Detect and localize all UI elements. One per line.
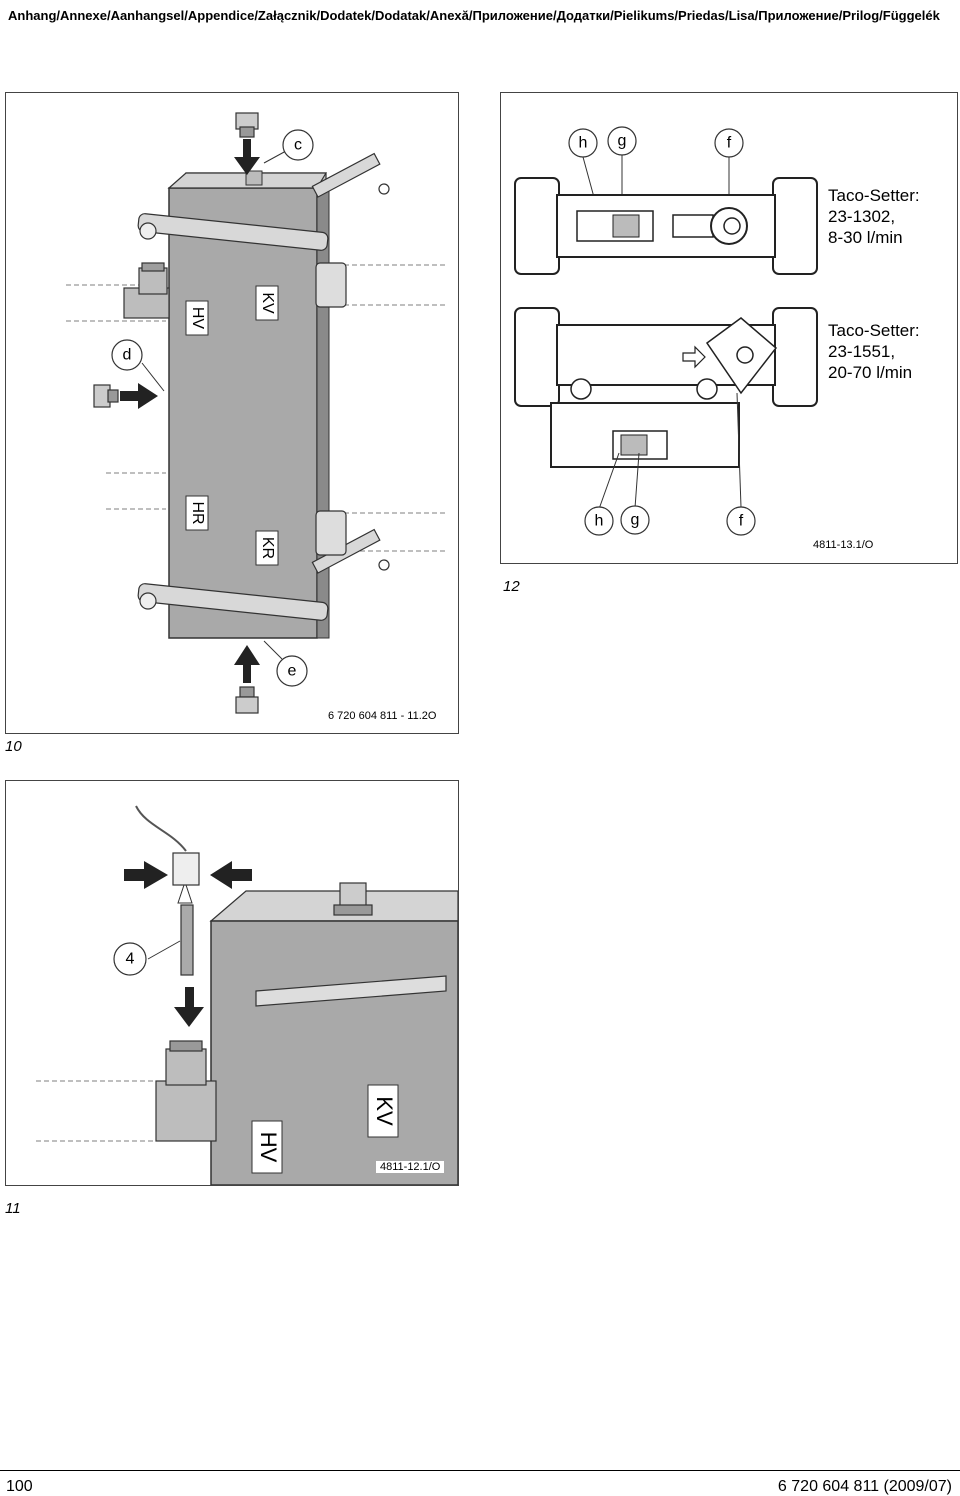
arrow-up-icon: [234, 645, 260, 683]
top-callouts: h g f: [568, 126, 744, 224]
figure-12-number: 12: [503, 578, 520, 595]
separator-body: [168, 187, 318, 639]
document-number: 6 720 604 811 (2009/07): [777, 1478, 952, 1495]
sensor-probe: [180, 904, 194, 976]
figure-10-frame: HV KV HR KR c: [5, 92, 459, 734]
svg-text:h: h: [579, 135, 588, 152]
fitting-kr: [315, 510, 347, 556]
label-hv: HV: [251, 1120, 283, 1174]
label-hv: HV: [185, 300, 209, 336]
svg-text:KR: KR: [259, 537, 276, 559]
plug-icon: [235, 686, 259, 714]
figure-11-illustration: HV KV 4: [36, 805, 459, 1186]
label-kv: KV: [367, 1084, 399, 1138]
plug-icon: [235, 112, 259, 138]
callout-d: d: [111, 339, 165, 392]
arrow-down-icon: [174, 987, 204, 1027]
figure-10-number: 10: [5, 738, 22, 755]
svg-text:HV: HV: [189, 307, 206, 330]
label-hr: HR: [185, 495, 209, 531]
svg-text:c: c: [294, 137, 302, 154]
svg-text:f: f: [727, 135, 732, 152]
fitting-kv: [315, 262, 347, 308]
plug-icon: [93, 384, 119, 408]
svg-text:g: g: [631, 512, 640, 529]
footer-rule: [0, 1470, 960, 1471]
arrow-left-icon: [210, 861, 252, 889]
bracket-top: [137, 152, 390, 251]
setter-2-text: Taco-Setter: 23-1551, 20-70 l/min: [828, 321, 920, 382]
fitting-hv: [155, 1040, 217, 1142]
sensor-clip: [172, 852, 200, 886]
figure-11-code: 4811-12.1/O: [376, 1161, 445, 1173]
bottom-callouts: h g f: [584, 392, 756, 536]
sensor-cable: [135, 805, 187, 852]
figure-12-illustration: h g f: [514, 126, 818, 536]
svg-text:KV: KV: [372, 1096, 397, 1126]
arrow-down-icon: [234, 139, 260, 175]
svg-text:HR: HR: [189, 501, 206, 524]
page-header: Anhang/Annexe/Aanhangsel/Appendice/Załąc…: [8, 8, 940, 23]
svg-text:4: 4: [126, 951, 135, 968]
figure-11-number: 11: [5, 1200, 21, 1217]
page-number: 100: [6, 1478, 33, 1495]
callout-c: c: [263, 129, 314, 164]
separator-body: [210, 920, 459, 1186]
arrow-right-icon: [120, 383, 158, 409]
pipes-right: [336, 264, 446, 552]
label-kv: KV: [255, 285, 279, 321]
svg-text:e: e: [288, 663, 297, 680]
svg-text:HV: HV: [256, 1132, 281, 1163]
figure-11-frame: HV KV 4 4811-12.1/O: [5, 780, 459, 1186]
callout-4: 4: [113, 940, 181, 976]
taco-setter-top: [514, 177, 818, 275]
svg-text:g: g: [618, 133, 627, 150]
figure-10-illustration: HV KV HR KR c: [66, 112, 446, 714]
svg-text:d: d: [123, 347, 132, 364]
svg-text:f: f: [739, 513, 744, 530]
arrow-right-icon: [124, 861, 168, 889]
figure-12-frame: h g f: [500, 92, 958, 564]
arrow-right-icon: [682, 345, 706, 369]
fitting-hv: [123, 262, 170, 319]
label-kr: KR: [255, 530, 279, 566]
plug-icon: [333, 882, 373, 916]
taco-setter-bottom: [514, 307, 818, 468]
setter-1-text: Taco-Setter: 23-1302, 8-30 l/min: [828, 186, 920, 247]
figure-10-code: 6 720 604 811 - 11.2O: [328, 710, 437, 722]
callout-e: e: [263, 640, 308, 687]
figure-12-code: 4811-13.1/O: [813, 539, 874, 551]
svg-text:h: h: [595, 513, 604, 530]
svg-text:KV: KV: [259, 292, 276, 314]
